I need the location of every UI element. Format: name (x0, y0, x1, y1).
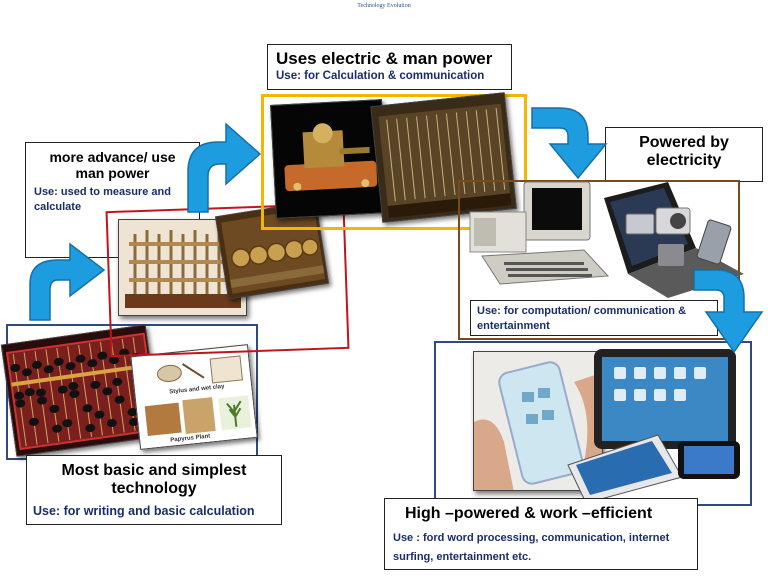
electricity-stage-label: Powered by electricity (605, 127, 763, 182)
electric-man-stage-frame (261, 94, 527, 230)
harvard-mark-photo (370, 92, 517, 223)
curved-arrow-icon (531, 107, 608, 180)
electric-man-stage-use: Use: for Calculation & communication (276, 69, 485, 82)
curved-arrow-icon (29, 242, 106, 321)
basic-stage-label: Most basic and simplest technology Use: … (26, 455, 282, 525)
modern-stage-use: Use : ford word processing, communicatio… (393, 532, 670, 564)
mechanical-stage-use: Use: used to measure and calculate (34, 186, 171, 214)
basic-stage-title: Most basic and simplest technology (61, 462, 247, 498)
electric-man-stage-label: Uses electric & man power Use: for Calcu… (267, 44, 512, 90)
tablet-devices-photo (562, 345, 748, 505)
electricity-stage-title: Powered by electricity (639, 134, 729, 170)
electricity-stage-use: Use: for computation/ communication & en… (477, 305, 687, 332)
modern-stage-title: High –powered & work –efficient (405, 505, 653, 522)
curved-arrow-icon (187, 122, 262, 213)
clay-tablet-photo: Stylus and wet clay Papyrus Plant (130, 344, 258, 450)
modern-stage-label: High –powered & work –efficient Use : fo… (384, 498, 698, 570)
desktop-computer-photo (464, 176, 614, 300)
laptop-gadgets-photo (598, 178, 756, 300)
mechanical-stage-title: more advance/ use man power (49, 149, 176, 182)
curved-arrow-icon (693, 269, 764, 354)
electricity-use-label: Use: for computation/ communication & en… (470, 300, 718, 336)
electricity-stage-frame (458, 180, 740, 340)
page-title: Technology Evolution (357, 3, 411, 9)
electric-man-stage-title: Uses electric & man power (276, 49, 493, 68)
basic-stage-use: Use: for writing and basic calculation (33, 503, 255, 518)
telegraph-photo (270, 99, 388, 219)
